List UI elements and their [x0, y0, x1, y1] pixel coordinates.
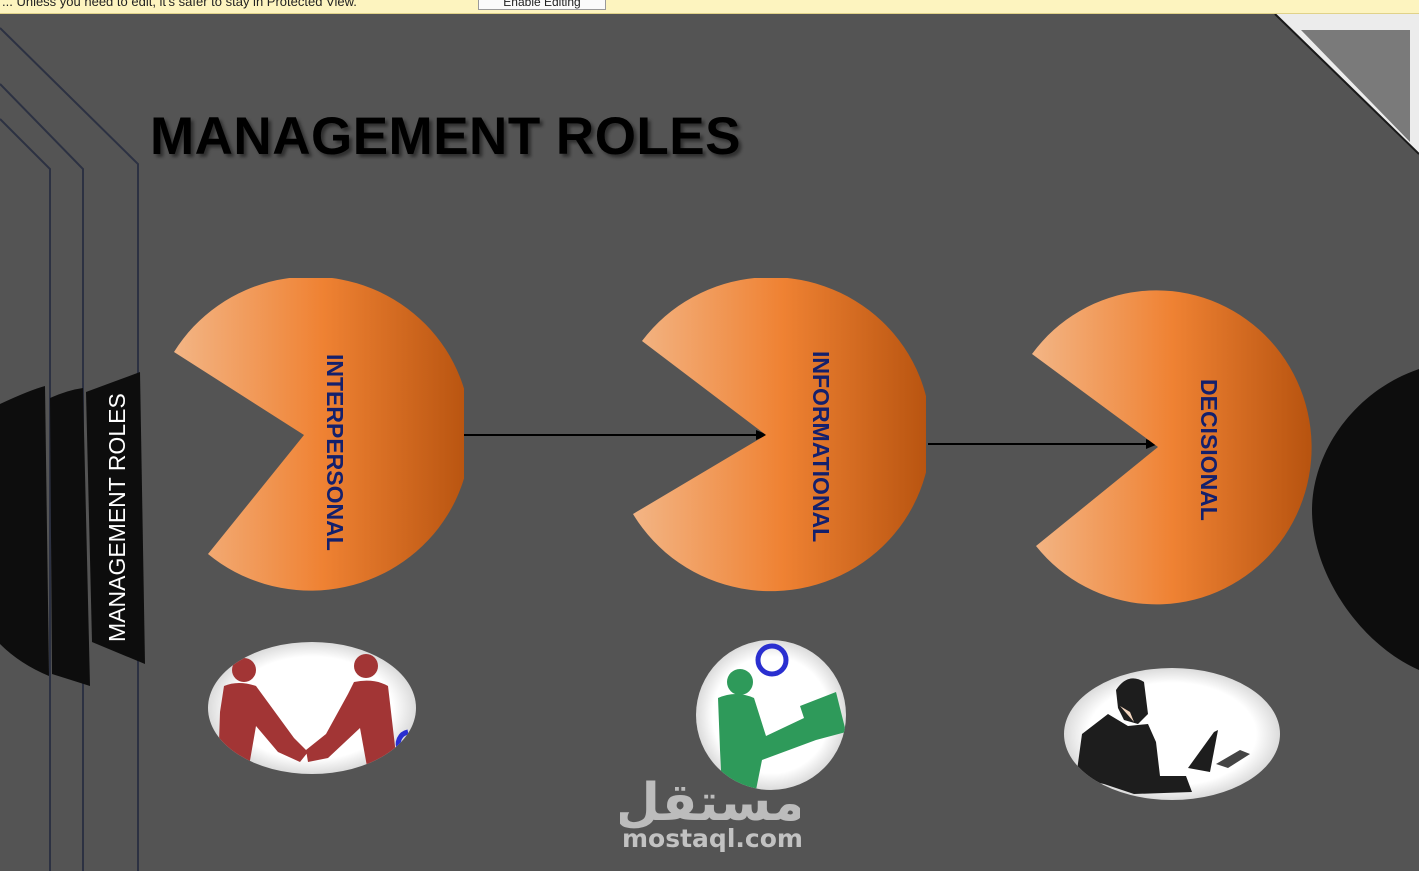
woman-laptop-image — [1064, 668, 1280, 800]
role-label-interpersonal: INTERPERSONAL — [322, 354, 348, 551]
slide-title: MANAGEMENT ROLES — [150, 107, 741, 166]
watermark-logo: مستقل — [620, 773, 800, 832]
handshake-image — [208, 642, 416, 774]
enable-editing-button[interactable]: Enable Editing — [478, 0, 606, 10]
interpersonal-shape — [174, 278, 464, 591]
woman-laptop-icon — [1076, 678, 1250, 794]
svg-text:مستقل: مستقل — [620, 773, 800, 832]
informational-shape — [633, 278, 926, 592]
speaker-icon — [718, 643, 846, 790]
handshake-icon — [218, 654, 409, 772]
speaker-image — [696, 640, 846, 790]
role-label-informational: INFORMATIONAL — [808, 351, 834, 543]
slide-decoration — [0, 14, 1419, 871]
protected-view-message: ... Unless you need to edit, it's safer … — [2, 0, 357, 9]
role-label-decisional: DECISIONAL — [1196, 379, 1222, 521]
watermark-domain: mostaql.com — [622, 824, 803, 853]
decisional-shape — [1032, 290, 1312, 605]
side-label: MANAGEMENT ROLES — [104, 393, 130, 642]
slide: MANAGEMENT ROLES MANAGEMENT ROLES INTERP… — [0, 14, 1419, 871]
protected-view-bar: ... Unless you need to edit, it's safer … — [0, 0, 1419, 14]
